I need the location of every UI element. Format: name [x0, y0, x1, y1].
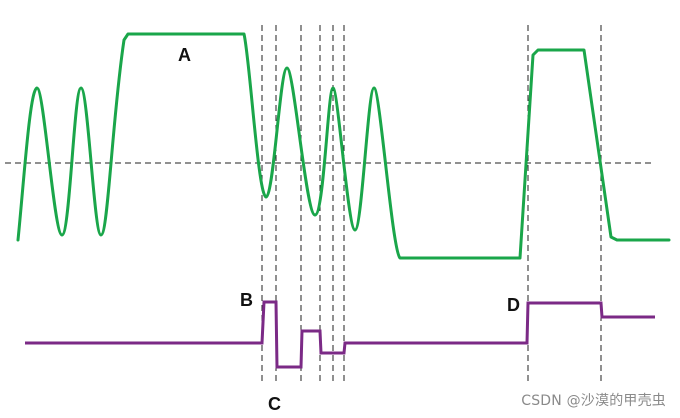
- watermark-text: CSDN @沙漠的甲壳虫: [521, 393, 666, 409]
- label-b: B: [240, 290, 253, 310]
- label-a: A: [178, 45, 191, 65]
- label-c: C: [268, 394, 281, 414]
- digital-signal-waveform: [25, 300, 655, 369]
- vertical-reference-lines: [261, 25, 602, 385]
- analog-signal-waveform: [16, 32, 671, 260]
- label-d: D: [507, 295, 520, 315]
